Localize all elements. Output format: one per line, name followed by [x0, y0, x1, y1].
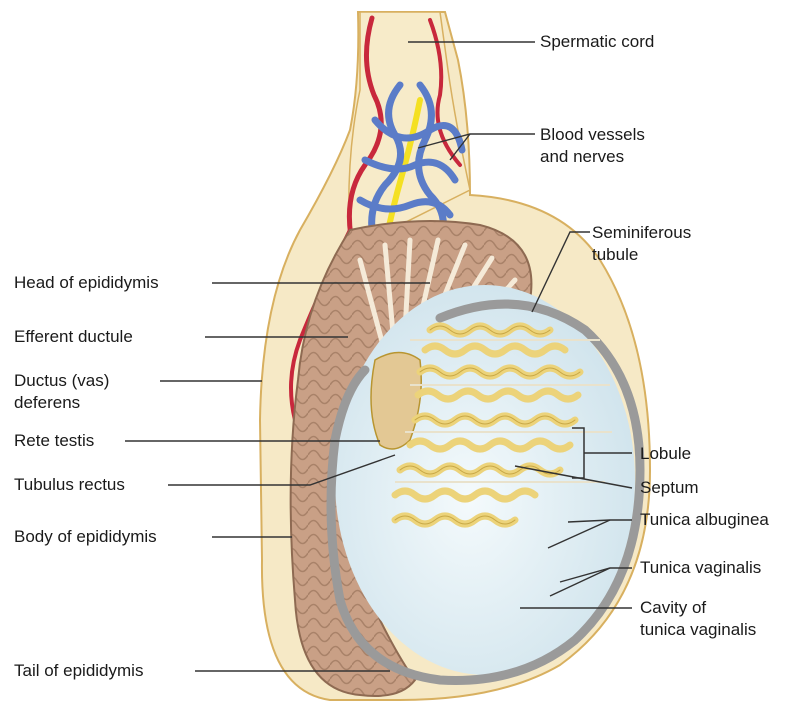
label-text: Cavity of — [640, 597, 756, 619]
label-text: Body of epididymis — [14, 526, 157, 548]
label-ductus-deferens: Ductus (vas) deferens — [14, 370, 109, 414]
label-text: deferens — [14, 392, 109, 414]
label-rete-testis: Rete testis — [14, 430, 94, 452]
label-cavity-tunica-vaginalis: Cavity of tunica vaginalis — [640, 597, 756, 641]
label-head-of-epididymis: Head of epididymis — [14, 272, 159, 294]
label-text: Tail of epididymis — [14, 660, 143, 682]
label-blood-vessels-nerves: Blood vessels and nerves — [540, 124, 645, 168]
label-tubulus-rectus: Tubulus rectus — [14, 474, 125, 496]
label-body-of-epididymis: Body of epididymis — [14, 526, 157, 548]
label-text: Tubulus rectus — [14, 474, 125, 496]
label-efferent-ductule: Efferent ductule — [14, 326, 133, 348]
label-text: Blood vessels — [540, 124, 645, 146]
label-text: Lobule — [640, 443, 691, 465]
label-text: Tunica albuginea — [640, 509, 769, 531]
label-text: tubule — [592, 244, 691, 266]
label-text: Rete testis — [14, 430, 94, 452]
label-text: Spermatic cord — [540, 31, 654, 53]
label-text: Septum — [640, 477, 699, 499]
label-lobule: Lobule — [640, 443, 691, 465]
label-tunica-albuginea: Tunica albuginea — [640, 509, 769, 531]
label-text: and nerves — [540, 146, 645, 168]
label-text: Seminiferous — [592, 222, 691, 244]
label-text: Tunica vaginalis — [640, 557, 761, 579]
label-tunica-vaginalis: Tunica vaginalis — [640, 557, 761, 579]
label-text: Head of epididymis — [14, 272, 159, 294]
label-text: Ductus (vas) — [14, 370, 109, 392]
label-seminiferous-tubule: Seminiferous tubule — [592, 222, 691, 266]
label-text: tunica vaginalis — [640, 619, 756, 641]
label-spermatic-cord: Spermatic cord — [540, 31, 654, 53]
label-tail-of-epididymis: Tail of epididymis — [14, 660, 143, 682]
label-septum: Septum — [640, 477, 699, 499]
label-text: Efferent ductule — [14, 326, 133, 348]
